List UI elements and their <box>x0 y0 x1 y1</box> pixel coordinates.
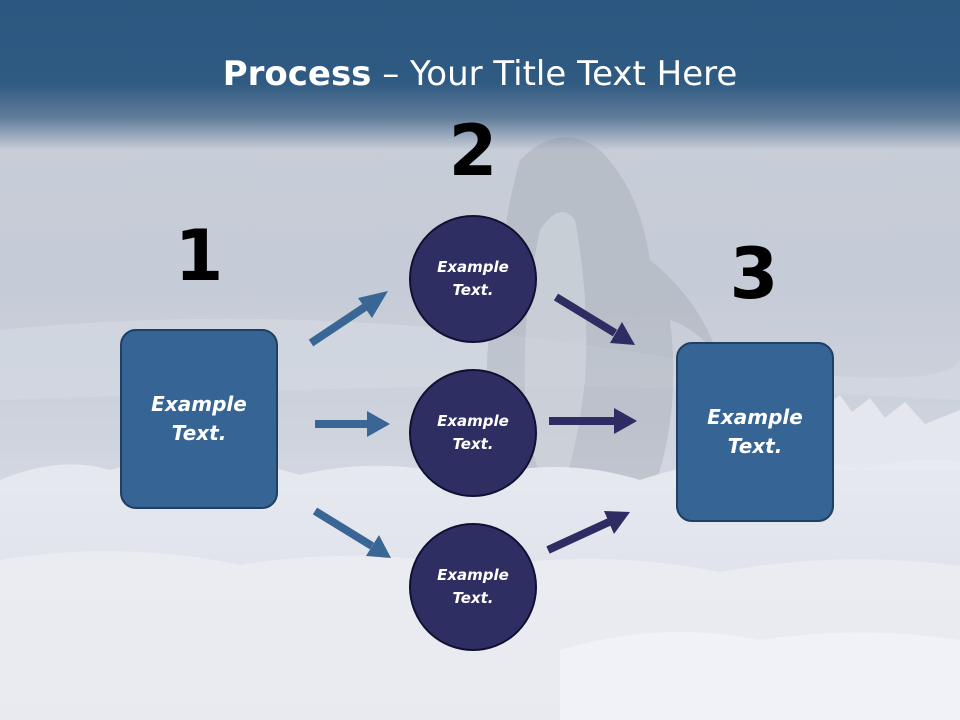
step-number-3: 3 <box>729 233 779 315</box>
slide-title: Process – Your Title Text Here <box>0 52 960 96</box>
arrow-down-left-icon <box>312 507 391 558</box>
arrow-right-right-icon <box>549 408 637 434</box>
step-1-box: Example Text. <box>120 329 278 509</box>
step-2-circle-top: Example Text. <box>409 215 537 343</box>
title-rest: – Your Title Text Here <box>371 54 738 94</box>
step-number-1: 1 <box>174 215 224 297</box>
arrow-up-left-icon <box>308 291 388 347</box>
step-number-2: 2 <box>448 110 498 192</box>
step-2-circle-middle: Example Text. <box>409 369 537 497</box>
step-3-label: Example Text. <box>707 405 803 458</box>
arrow-right-left-icon <box>315 411 390 437</box>
arrow-down-right-icon <box>553 293 635 345</box>
step-2-label-bottom: Example Text. <box>437 566 509 607</box>
step-3-box: Example Text. <box>676 342 834 522</box>
title-banner <box>0 0 960 150</box>
step-2-label-top: Example Text. <box>437 258 509 299</box>
arrow-up-right-icon <box>546 511 630 554</box>
title-bold-part: Process <box>222 54 372 94</box>
step-2-label-middle: Example Text. <box>437 412 509 453</box>
step-1-label: Example Text. <box>151 392 247 445</box>
step-2-circle-bottom: Example Text. <box>409 523 537 651</box>
